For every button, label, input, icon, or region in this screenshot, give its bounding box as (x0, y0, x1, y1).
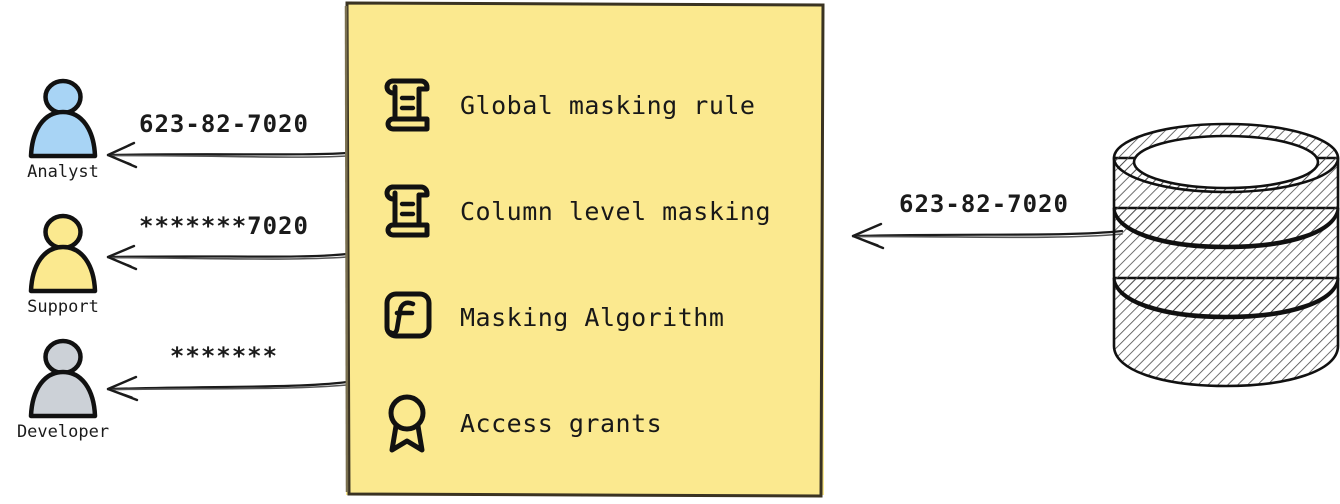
flow-db-to-panel: 623-82-7020 (845, 190, 1124, 250)
scroll-icon (376, 76, 438, 134)
policy-item-column-level-masking[interactable]: Column level masking (376, 158, 806, 264)
actor-analyst: Analyst (0, 78, 128, 182)
arrow-left-icon (100, 242, 349, 272)
function-icon (376, 289, 438, 345)
actor-developer: Developer (0, 338, 128, 442)
policy-item-global-masking-rule[interactable]: Global masking rule (376, 52, 806, 158)
arrow-left-icon (845, 220, 1124, 250)
award-icon (376, 392, 438, 454)
policy-item-label: Access grants (460, 408, 663, 438)
policy-panel: Global masking rule Column level masking (344, 1, 825, 498)
policy-item-masking-algorithm[interactable]: Masking Algorithm (376, 264, 806, 370)
policy-item-label: Masking Algorithm (460, 302, 725, 332)
flow-to-support: *******7020 (100, 212, 349, 272)
flow-label: 623-82-7020 (899, 190, 1069, 218)
policy-item-label: Column level masking (460, 196, 772, 226)
flow-to-analyst: 623-82-7020 (100, 110, 349, 170)
policy-item-label: Global masking rule (460, 90, 756, 120)
actor-support: Support (0, 213, 128, 317)
arrow-left-icon (100, 372, 349, 402)
flow-label: ******* (169, 342, 279, 370)
actor-label: Analyst (27, 162, 99, 182)
flow-to-developer: ******* (100, 342, 349, 402)
arrow-left-icon (100, 140, 349, 170)
person-icon (17, 338, 109, 424)
scroll-icon (376, 182, 438, 240)
policy-item-access-grants[interactable]: Access grants (376, 370, 806, 476)
database-cylinder-icon (1108, 118, 1340, 398)
actor-label: Developer (16, 422, 110, 442)
policy-item-list: Global masking rule Column level masking (376, 52, 806, 476)
person-icon (17, 78, 109, 164)
person-icon (17, 213, 109, 299)
flow-label: 623-82-7020 (139, 110, 309, 138)
flow-label: *******7020 (139, 212, 309, 240)
actor-label: Support (27, 297, 99, 317)
